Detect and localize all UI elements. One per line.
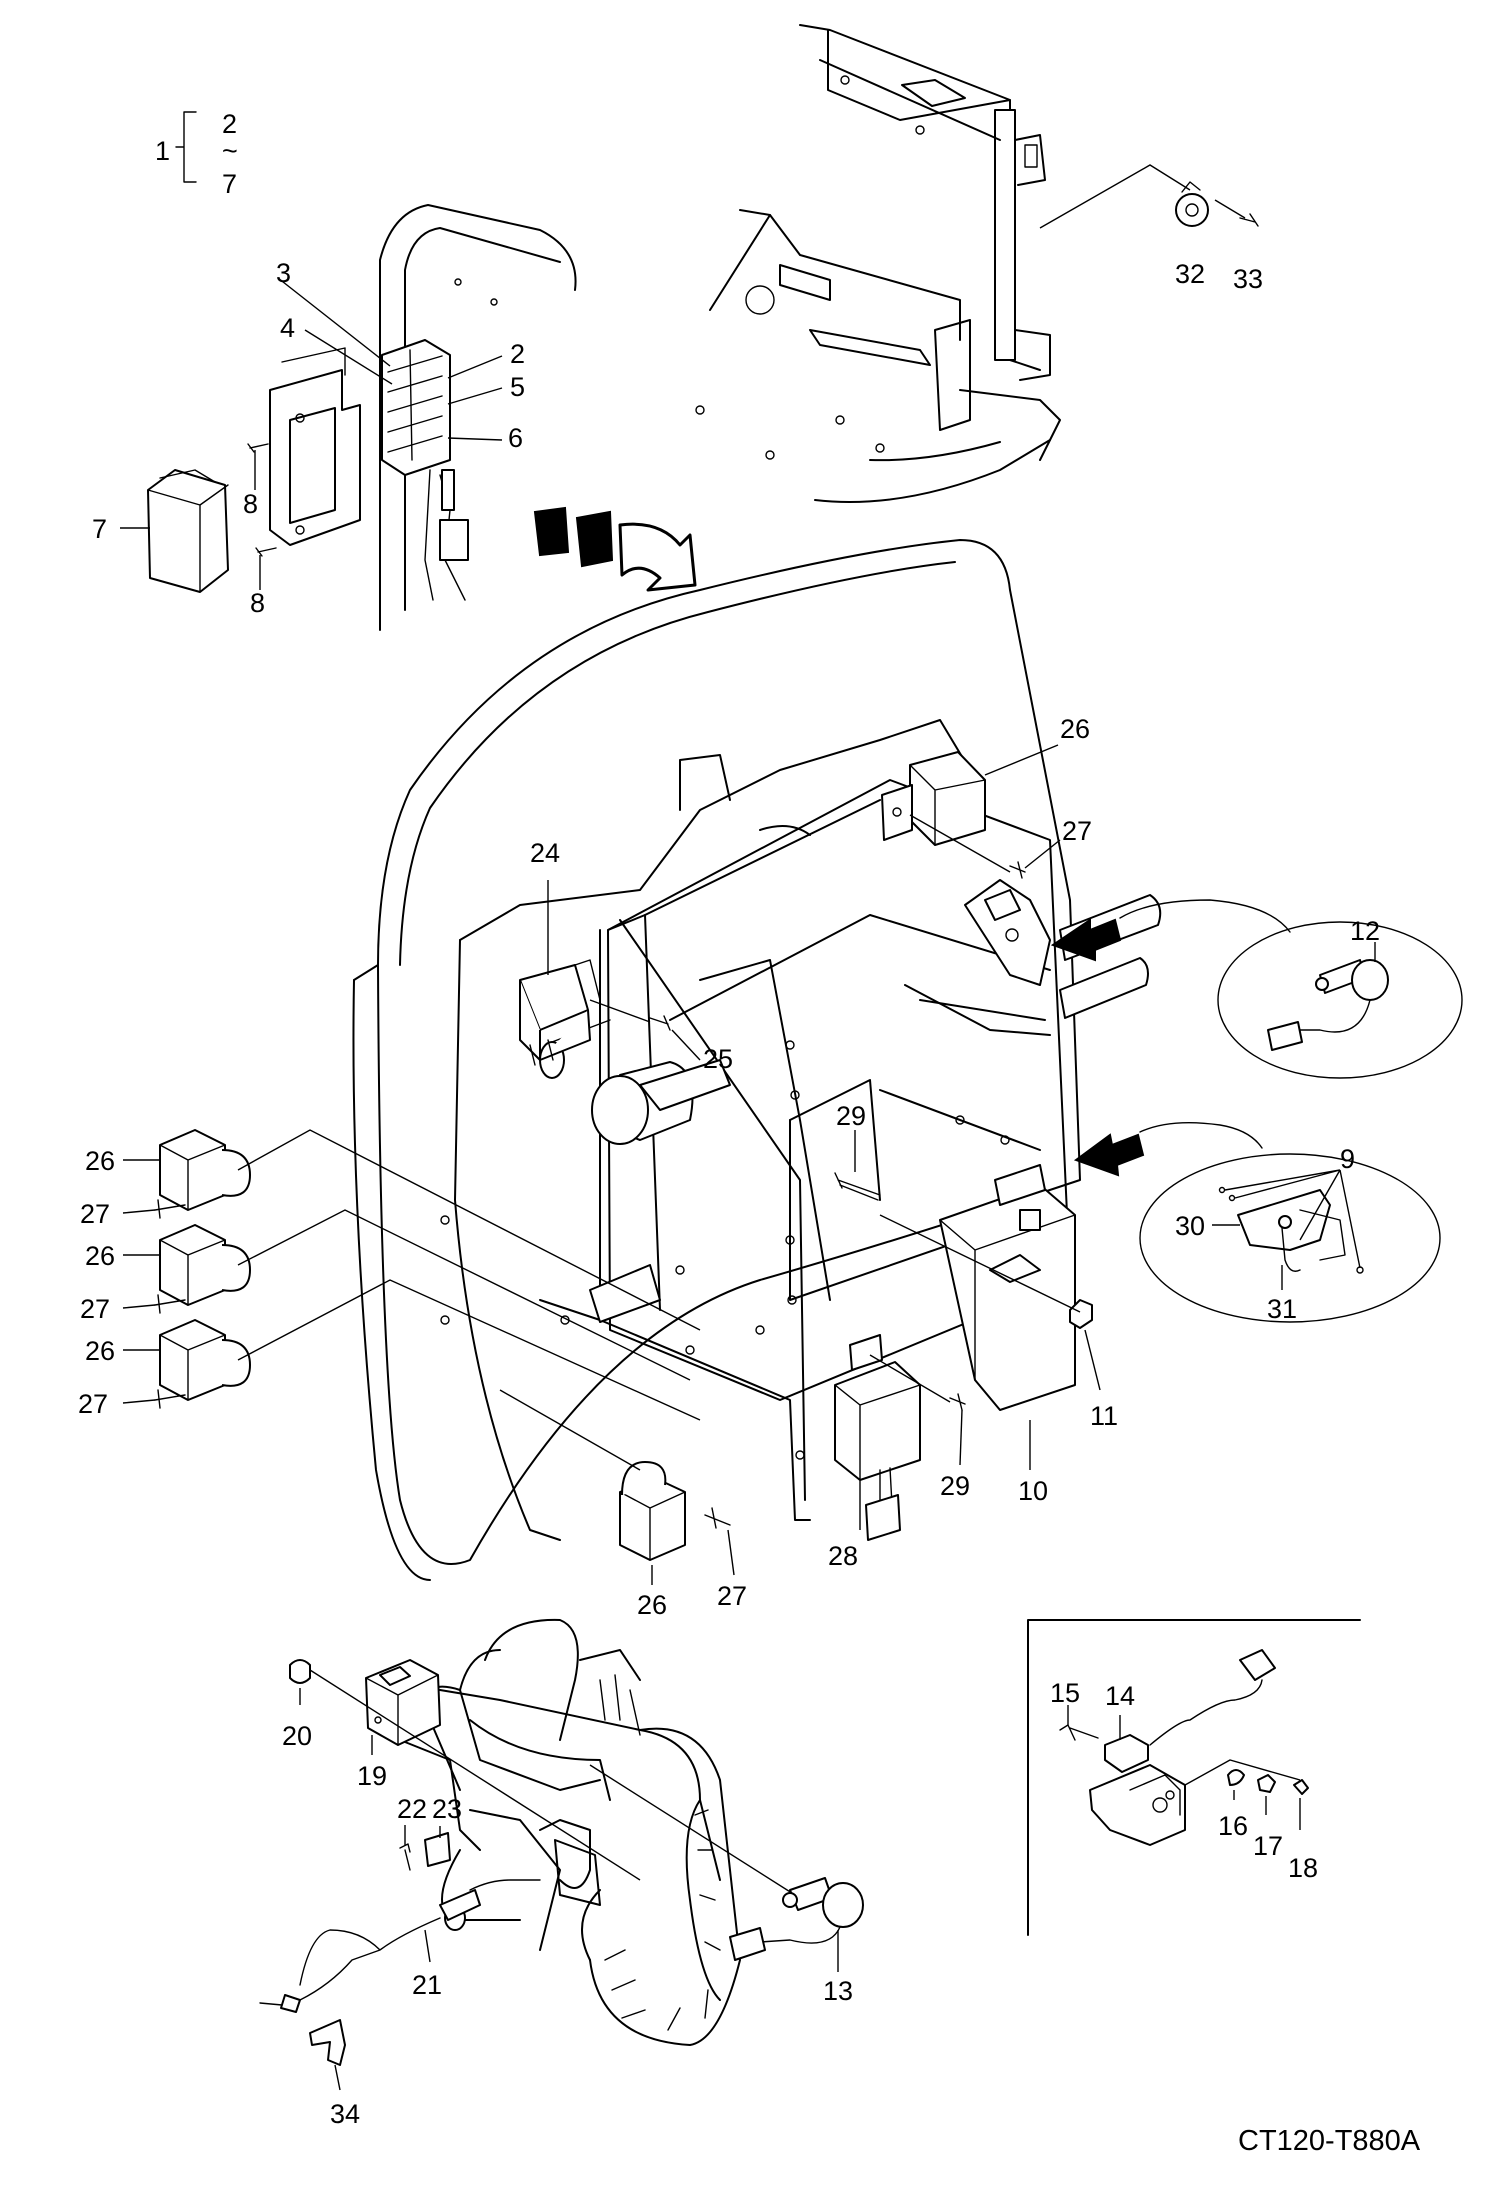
detail-bubble-9 — [1139, 1153, 1441, 1323]
callout-11: 11 — [1090, 1401, 1118, 1431]
washer-17 — [1257, 1774, 1276, 1793]
detail-bubble-12 — [1217, 921, 1463, 1079]
cabin-rear-panel — [352, 539, 1162, 1581]
legend-assembly-number: 1 — [155, 136, 170, 166]
detail-arrow-12 — [1050, 918, 1122, 962]
callout-4: 4 — [280, 313, 295, 343]
callout-26-left-2: 26 — [85, 1241, 115, 1271]
legend-range-mark: ~ — [222, 136, 238, 166]
relay-26-upper — [881, 751, 986, 846]
callout-15: 15 — [1050, 1678, 1080, 1708]
nut-20 — [289, 1659, 311, 1684]
chassis-frame-detail — [695, 24, 1259, 503]
callout-16: 16 — [1218, 1811, 1248, 1841]
callout-7: 7 — [92, 514, 107, 544]
callout-27-lower: 27 — [717, 1581, 747, 1611]
callout-27-left-1: 27 — [80, 1199, 110, 1229]
callout-27-left-2: 27 — [80, 1294, 110, 1324]
callout-26-upper: 26 — [1060, 714, 1090, 744]
callout-21: 21 — [412, 1970, 442, 2000]
bolt-29-upper — [834, 1172, 881, 1201]
sensor-switch-13 — [729, 1877, 864, 1961]
callout-13: 13 — [823, 1976, 853, 2006]
callout-17: 17 — [1253, 1831, 1283, 1861]
callout-20: 20 — [282, 1721, 312, 1751]
washer-16 — [1227, 1769, 1245, 1786]
callout-30: 30 — [1175, 1211, 1205, 1241]
callout-29-upper: 29 — [836, 1101, 866, 1131]
callout-28: 28 — [828, 1541, 858, 1571]
bracket-23 — [424, 1832, 451, 1867]
callout-24: 24 — [530, 838, 560, 868]
detail-arrow-9 — [1073, 1133, 1145, 1177]
switch-assembly-14 — [1059, 1649, 1276, 1846]
relay-stack-left — [154, 1129, 251, 1409]
assembly-legend: 1 2 ~ 7 — [155, 109, 238, 199]
bracket-switch-30 — [1218, 1186, 1364, 1274]
legend-range-end: 7 — [222, 169, 237, 199]
callout-29-lower: 29 — [940, 1471, 970, 1501]
bolt-22 — [399, 1843, 411, 1871]
callout-2: 2 — [510, 339, 525, 369]
callout-8-lower: 8 — [250, 588, 265, 618]
cable-21 — [259, 1879, 541, 2013]
callout-27-left-3: 27 — [78, 1389, 108, 1419]
callout-25: 25 — [703, 1044, 733, 1074]
callout-31: 31 — [1267, 1294, 1297, 1324]
callout-33: 33 — [1233, 264, 1263, 294]
callout-14: 14 — [1105, 1681, 1135, 1711]
callout-26-lower: 26 — [637, 1590, 667, 1620]
callout-9: 9 — [1340, 1144, 1355, 1174]
relay-24 — [519, 959, 601, 1066]
stop-lamp-switch-12 — [1267, 959, 1389, 1051]
legend-range-start: 2 — [222, 109, 237, 139]
nut-18 — [1293, 1779, 1309, 1795]
callout-10: 10 — [1018, 1476, 1048, 1506]
callout-32: 32 — [1175, 259, 1205, 289]
nut-11 — [1069, 1299, 1093, 1329]
callout-22: 22 — [397, 1794, 427, 1824]
callout-5: 5 — [510, 372, 525, 402]
drawing-code: CT120-T880A — [1238, 2125, 1421, 2157]
clip-34 — [309, 2019, 346, 2066]
relay-26-lower — [619, 1461, 731, 1561]
callout-6: 6 — [508, 423, 523, 453]
callout-27-upper: 27 — [1062, 816, 1092, 846]
callout-26-left-1: 26 — [85, 1146, 115, 1176]
switch-bracket — [964, 879, 1051, 986]
tractor-view — [399, 1618, 741, 2046]
fuse-panel-assembly — [120, 204, 577, 631]
callout-23: 23 — [432, 1794, 462, 1824]
flasher-unit-28 — [834, 1334, 921, 1541]
callout-19: 19 — [357, 1761, 387, 1791]
callout-8-upper: 8 — [243, 489, 258, 519]
callout-18: 18 — [1288, 1853, 1318, 1883]
callout-12: 12 — [1350, 916, 1380, 946]
inset-frame — [1027, 1619, 1361, 1936]
switch-unit-19 — [365, 1659, 441, 1746]
view-direction-arrow — [533, 506, 697, 592]
callout-34: 34 — [330, 2099, 360, 2129]
callout-3: 3 — [276, 258, 291, 288]
callout-26-left-3: 26 — [85, 1336, 115, 1366]
controller-10 — [939, 1164, 1076, 1411]
